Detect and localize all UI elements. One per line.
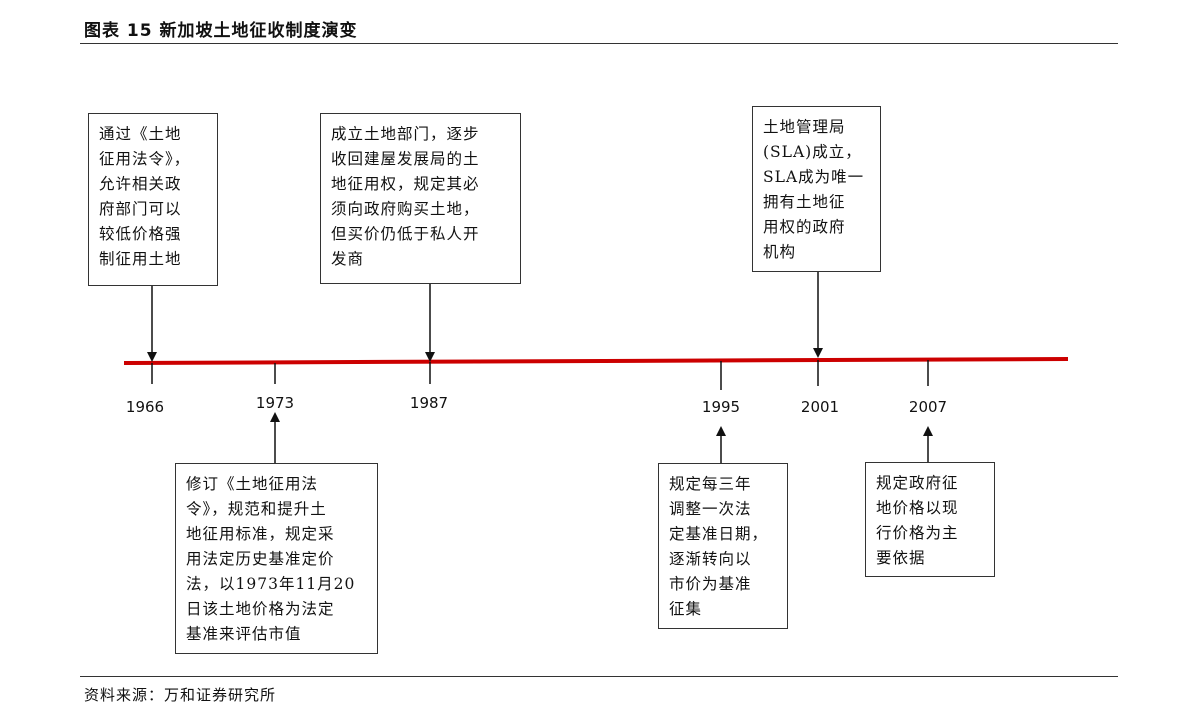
- figure-title: 图表 15 新加坡土地征收制度演变: [84, 21, 358, 41]
- event-box-2001: 土地管理局 (SLA)成立， SLA成为唯一 拥有土地征 用权的政府 机构: [752, 106, 881, 272]
- year-label-1995: 1995: [701, 398, 741, 416]
- arrow-1973: [270, 412, 280, 464]
- arrow-2007: [923, 426, 933, 463]
- event-box-2007: 规定政府征 地价格以现 行价格为主 要依据: [865, 462, 995, 577]
- year-label-1966: 1966: [125, 398, 165, 416]
- year-label-1973: 1973: [255, 394, 295, 412]
- source-note: 资料来源：万和证券研究所: [84, 686, 277, 704]
- event-box-1973: 修订《土地征用法 令》，规范和提升土 地征用标准，规定采 用法定历史基准定价 法…: [175, 463, 378, 654]
- arrow-2001: [813, 272, 823, 358]
- year-label-2001: 2001: [800, 398, 840, 416]
- event-box-1987: 成立土地部门，逐步 收回建屋发展局的土 地征用权，规定其必 须向政府购买土地， …: [320, 113, 521, 284]
- timeline-axis: [123, 357, 1069, 365]
- year-label-1987: 1987: [409, 394, 449, 412]
- arrow-1995: [716, 426, 726, 463]
- arrow-1987: [425, 284, 435, 362]
- bottom-rule: [80, 676, 1118, 677]
- event-box-1966: 通过《土地 征用法令》， 允许相关政 府部门可以 较低价格强 制征用土地: [88, 113, 218, 286]
- event-box-1995: 规定每三年 调整一次法 定基准日期， 逐渐转向以 市价为基准 征集: [658, 463, 788, 629]
- year-label-2007: 2007: [908, 398, 948, 416]
- arrow-1966: [147, 286, 157, 362]
- top-rule: [80, 43, 1118, 44]
